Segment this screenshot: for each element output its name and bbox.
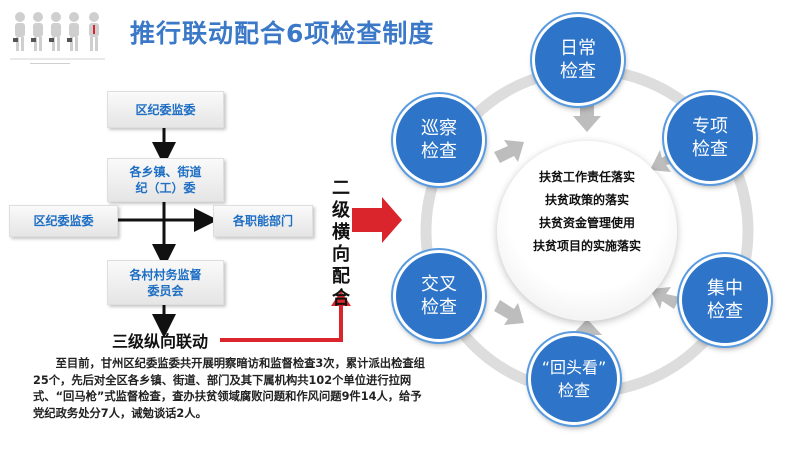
check-cross-circle: 交叉 检查 [393,250,485,342]
district-commission-box: 区纪委监委 [107,91,224,128]
village-supervision-box: 各村村务监督 委员会 [107,260,224,305]
towns-commission-box: 各乡镇、街道 纪（工）委 [107,158,224,202]
center-item: 扶贫资金管理使用 [538,216,635,230]
check-concentrated-circle: 集中 检查 [679,254,771,346]
center-items-list: 扶贫工作责任落实 扶贫政策的落实 扶贫资金管理使用 扶贫项目的实施落实 [497,166,677,258]
check-daily-circle: 日常 检查 [532,14,624,106]
vertical-linkage-label: 三级纵向联动 [112,332,209,351]
center-item: 扶贫项目的实施落实 [532,239,641,253]
summary-paragraph: 至目前，甘州区纪委监委共开展明察暗访和监督检查3次，累计派出检查组25个，先后对… [33,357,425,420]
page-title: 推行联动配合6项检查制度 [130,19,435,48]
center-item: 扶贫政策的落实 [544,193,629,207]
district-commission-left-box: 区纪委监委 [9,205,118,237]
check-review-circle: “回头看” 检查 [528,333,620,425]
center-circle [497,141,677,321]
departments-box: 各职能部门 [213,205,313,237]
people-illustration [8,8,108,56]
check-inspection-circle: 巡察 检查 [393,94,485,186]
header-divider [10,58,105,60]
center-item: 扶贫工作责任落实 [538,170,635,184]
check-special-circle: 专项 检查 [664,92,756,184]
horizontal-cooperation-label: 二级横向配合 [332,178,350,309]
header-divider-small [30,63,70,64]
